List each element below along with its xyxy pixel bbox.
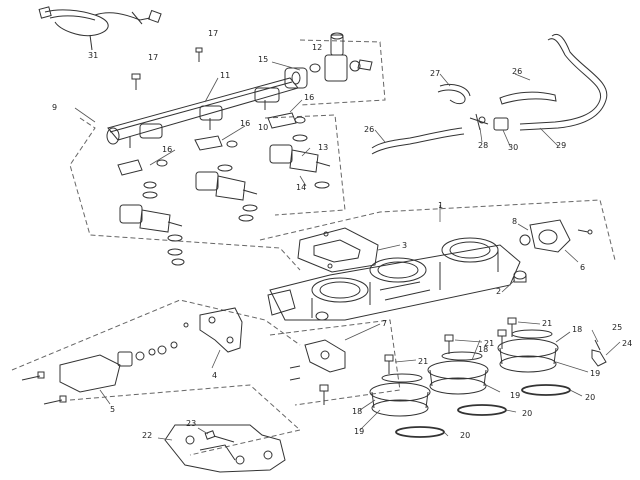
callout-3: 3 <box>402 241 407 250</box>
callout-7: 7 <box>382 319 387 328</box>
callout-18: 18 <box>478 345 488 354</box>
callout-17: 17 <box>148 53 158 62</box>
part-bracket-22 <box>164 424 286 473</box>
part-intake-boots <box>369 329 559 417</box>
callout-17: 17 <box>208 29 218 38</box>
callout-1: 1 <box>438 201 443 210</box>
callout-28: 28 <box>478 141 488 150</box>
callout-15: 15 <box>258 55 268 64</box>
callout-4: 4 <box>212 371 217 380</box>
callout-12: 12 <box>312 43 322 52</box>
group-outlines <box>11 39 616 456</box>
callout-19: 19 <box>510 391 520 400</box>
part-fuel-hose <box>38 6 162 37</box>
callout-2: 2 <box>496 287 501 296</box>
callout-labels: 31 17 17 12 15 11 9 16 16 16 10 13 14 27… <box>52 29 632 440</box>
callout-16: 16 <box>162 145 172 154</box>
callout-30: 30 <box>508 143 518 152</box>
callout-31: 31 <box>88 51 98 60</box>
leader-31 <box>89 34 93 51</box>
part-o-rings-20 <box>395 384 571 438</box>
callout-16: 16 <box>240 119 250 128</box>
part-fuel-rail <box>106 67 308 148</box>
callout-21: 21 <box>484 339 494 348</box>
callout-5: 5 <box>110 405 115 414</box>
callout-29: 29 <box>556 141 566 150</box>
callout-25: 25 <box>612 323 622 332</box>
callout-13: 13 <box>318 143 328 152</box>
callout-16: 16 <box>304 93 314 102</box>
part-pressure-regulator <box>309 32 373 82</box>
part-linkage-7 <box>289 339 346 405</box>
callout-6: 6 <box>580 263 585 272</box>
callout-22: 22 <box>142 431 152 440</box>
part-fitting-24-25 <box>591 339 607 367</box>
part-bolt-23 <box>204 430 235 443</box>
callout-20: 20 <box>522 409 532 418</box>
callout-18: 18 <box>572 325 582 334</box>
part-cap-2 <box>513 270 527 283</box>
callout-27: 27 <box>430 69 440 78</box>
callout-11: 11 <box>220 71 230 80</box>
callout-18: 18 <box>352 407 362 416</box>
leader-lines <box>74 61 621 441</box>
callout-10: 10 <box>258 123 268 132</box>
callout-9: 9 <box>52 103 57 112</box>
callout-26: 26 <box>364 125 374 134</box>
part-bracket-4 <box>183 307 243 353</box>
callout-14: 14 <box>296 183 306 192</box>
part-brackets-16 <box>117 112 306 176</box>
callout-19: 19 <box>354 427 364 436</box>
callout-26: 26 <box>512 67 522 76</box>
part-gasket-plate <box>297 227 379 273</box>
callout-19: 19 <box>590 369 600 378</box>
callout-23: 23 <box>186 419 196 428</box>
part-vacuum-hoses <box>371 34 608 155</box>
callout-20: 20 <box>585 393 595 402</box>
callout-24: 24 <box>622 339 632 348</box>
part-idle-control <box>21 341 178 405</box>
part-bolts-21 <box>384 317 517 374</box>
part-injectors <box>119 134 331 266</box>
callout-21: 21 <box>418 357 428 366</box>
callout-20: 20 <box>460 431 470 440</box>
callout-8: 8 <box>512 217 517 226</box>
part-throttle-sensor <box>519 219 593 253</box>
callout-21: 21 <box>542 319 552 328</box>
part-screws-17 <box>131 47 203 90</box>
part-throttle-body <box>267 237 521 321</box>
